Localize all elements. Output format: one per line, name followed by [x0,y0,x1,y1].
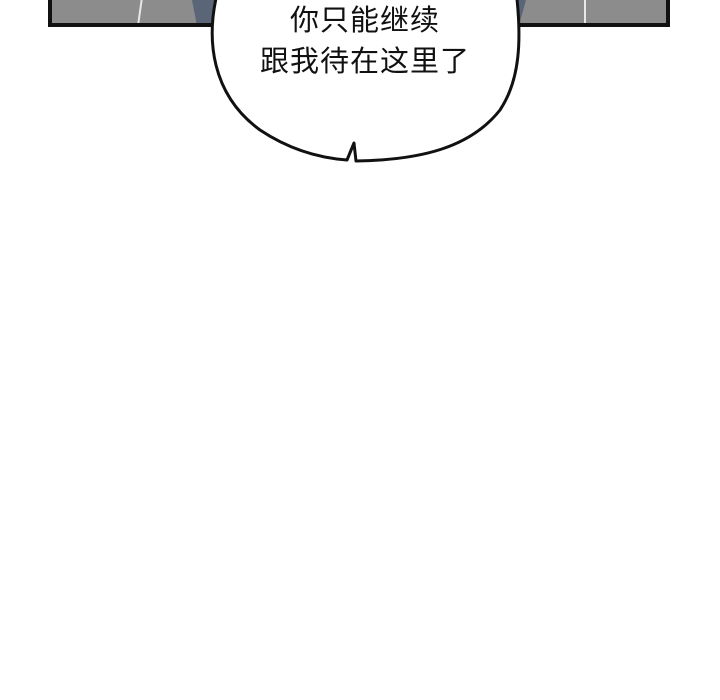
panel-fragment-left [48,0,218,27]
panel-shade [192,0,214,23]
speech-bubble [210,0,521,163]
speech-line-2: 跟我待在这里了 [259,44,470,78]
speech-line-1: 你只能继续 [289,3,440,37]
speech-bubble-text: 你只能继续 跟我待在这里了 [210,0,520,82]
blank-area [0,180,720,700]
panel-highlight-line [584,0,586,23]
